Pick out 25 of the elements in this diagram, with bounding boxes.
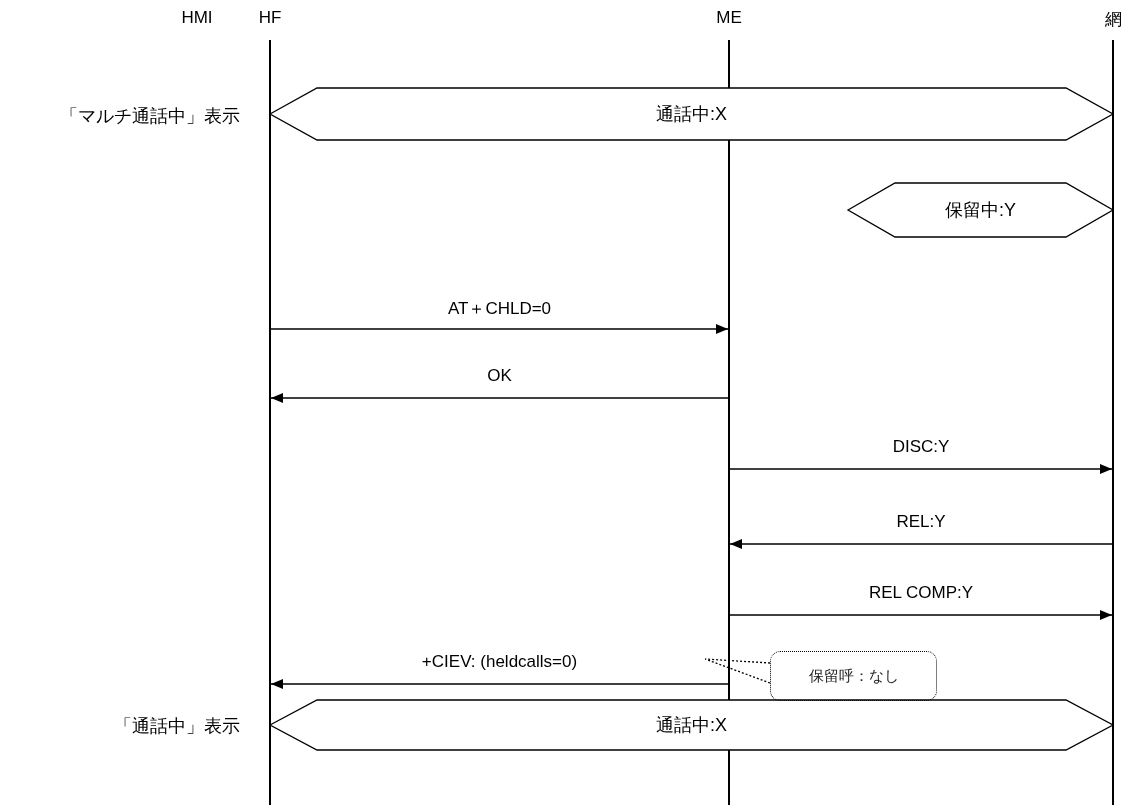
message-arrow — [270, 393, 729, 403]
participant-header: ME — [716, 8, 742, 28]
state-label: 通話中:X — [656, 714, 727, 737]
edge-label: OK — [487, 366, 512, 386]
edge-label: REL:Y — [896, 512, 946, 532]
message-arrow — [729, 610, 1113, 620]
state-hexagon — [270, 700, 1113, 750]
edge-label: +CIEV: (heldcalls=0) — [421, 652, 578, 672]
state-label: 通話中:X — [656, 103, 727, 126]
message-arrow — [729, 464, 1113, 474]
state-hexagon — [270, 88, 1113, 140]
participant-header: HMI — [181, 8, 213, 28]
edge-label: DISC:Y — [892, 437, 950, 457]
message-arrow — [270, 679, 729, 689]
leader-line — [704, 658, 771, 684]
state-hexagon — [848, 183, 1113, 237]
display-note: 「通話中」表示 — [114, 715, 240, 738]
message-arrow — [729, 539, 1113, 549]
message-arrow — [270, 324, 729, 334]
edge-label: REL COMP:Y — [868, 583, 974, 603]
state-label: 保留中:Y — [945, 199, 1016, 222]
participant-header: 網 — [1104, 9, 1122, 31]
edge-label: AT＋CHLD=0 — [447, 298, 552, 320]
display-note: 「マルチ通話中」表示 — [60, 105, 240, 128]
participant-header: HF — [258, 8, 282, 28]
